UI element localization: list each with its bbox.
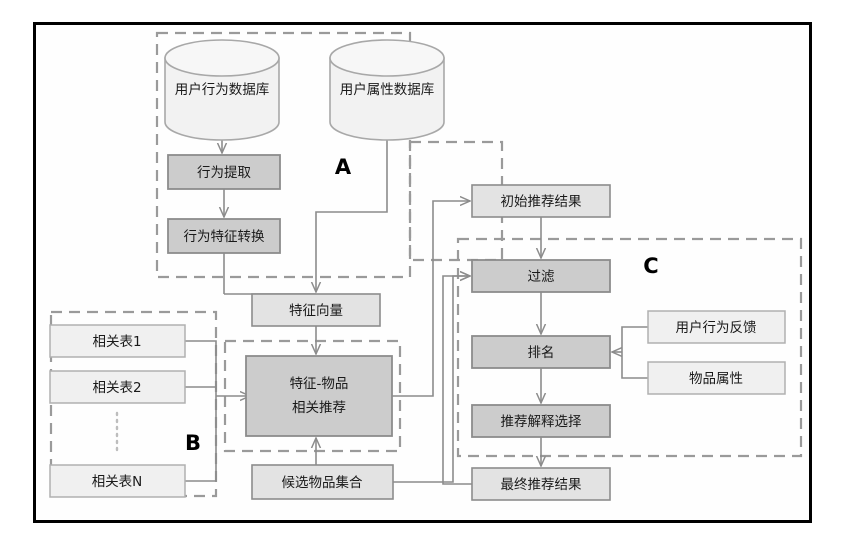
node-label-line1: 特征-物品 xyxy=(290,376,349,392)
node-label: 最终推荐结果 xyxy=(501,477,582,493)
node-label-line2: 相关推荐 xyxy=(292,400,346,416)
connector-table1-to-bus xyxy=(185,340,217,396)
node-label: 排名 xyxy=(528,345,555,361)
group-box-c xyxy=(456,237,803,458)
group-box-a xyxy=(155,31,412,279)
node-label: 物品属性 xyxy=(689,371,743,387)
node-final-recommendation[interactable]: 最终推荐结果 xyxy=(471,467,611,501)
node-label: 特征向量 xyxy=(289,303,343,319)
connector-itemattr-to-ranking xyxy=(621,352,648,379)
node-behavior-feature-transform[interactable]: 行为特征转换 xyxy=(167,218,281,254)
node-recommendation-explanation[interactable]: 推荐解释选择 xyxy=(471,404,611,438)
node-user-behavior-feedback[interactable]: 用户行为反馈 xyxy=(647,310,786,344)
connector-attrdb-to-vector xyxy=(316,140,388,292)
group-label-c: C xyxy=(643,254,658,278)
node-initial-recommendation[interactable]: 初始推荐结果 xyxy=(471,184,611,218)
connector-final-feedback-loop xyxy=(442,276,472,485)
node-label: 相关表N xyxy=(92,474,143,490)
node-label: 推荐解释选择 xyxy=(501,414,582,430)
node-user-behavior-db[interactable]: 用户行为数据库 xyxy=(164,39,280,141)
node-label: 用户行为数据库 xyxy=(175,81,270,98)
group-label-b: B xyxy=(185,431,201,455)
connector-core-to-initial xyxy=(392,201,470,397)
node-label: 用户属性数据库 xyxy=(340,81,435,98)
node-label: 候选物品集合 xyxy=(282,475,363,491)
group-label-a: A xyxy=(335,155,352,179)
node-label: 用户行为反馈 xyxy=(676,319,757,336)
node-filter[interactable]: 过滤 xyxy=(471,259,611,293)
node-label: 过滤 xyxy=(528,269,556,285)
node-item-attribute[interactable]: 物品属性 xyxy=(647,361,786,395)
node-candidate-item-set[interactable]: 候选物品集合 xyxy=(251,464,394,500)
node-label: 相关表1 xyxy=(92,334,141,350)
node-relation-table-2[interactable]: 相关表2 xyxy=(49,370,186,404)
node-label: 行为提取 xyxy=(197,165,251,181)
node-relation-table-n[interactable]: 相关表N xyxy=(49,464,186,498)
node-behavior-extraction[interactable]: 行为提取 xyxy=(167,154,281,190)
node-feature-vector[interactable]: 特征向量 xyxy=(251,293,381,327)
node-label: 行为特征转换 xyxy=(184,229,265,245)
node-relation-table-1[interactable]: 相关表1 xyxy=(49,324,186,358)
connector-tablen-to-bus xyxy=(185,396,217,482)
node-user-attribute-db[interactable]: 用户属性数据库 xyxy=(329,39,445,141)
node-label: 初始推荐结果 xyxy=(501,193,582,210)
connector-feedback-to-ranking xyxy=(621,326,648,352)
node-ranking[interactable]: 排名 xyxy=(471,335,611,369)
node-label: 相关表2 xyxy=(92,380,141,396)
node-feature-item-recommendation[interactable]: 特征-物品 相关推荐 xyxy=(245,355,393,437)
